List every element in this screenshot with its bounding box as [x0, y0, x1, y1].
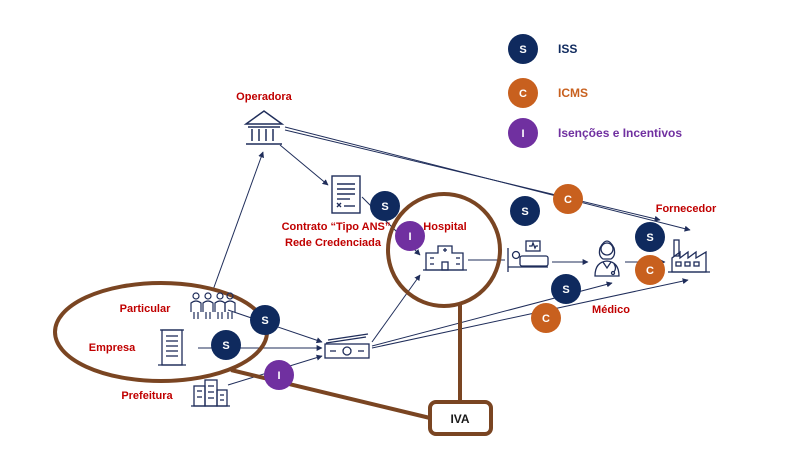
svg-text:S: S	[381, 201, 388, 213]
badge-s-medico: S	[551, 274, 581, 304]
medico-label: Médico	[592, 304, 630, 316]
iva-box	[428, 400, 493, 436]
svg-text:C: C	[542, 313, 550, 325]
operadora-label: Operadora	[236, 91, 293, 103]
svg-text:C: C	[519, 88, 527, 100]
node-labels: Operadora Contrato “Tipo ANS” Rede Crede…	[89, 91, 717, 402]
svg-text:S: S	[521, 206, 528, 218]
badge-s-top: S	[510, 196, 540, 226]
legend-item-icms: C ICMS	[508, 78, 588, 108]
factory-icon	[668, 239, 710, 273]
contrato-label-line2: Rede Credenciada	[285, 237, 382, 249]
money-icon	[324, 333, 370, 359]
clients-highlight-ellipse	[53, 281, 269, 383]
legend-label-iss: ISS	[558, 42, 577, 56]
badge-c-top: C	[553, 184, 583, 214]
svg-text:I: I	[408, 231, 411, 243]
edge-operadora-to-fornecedor	[284, 126, 691, 232]
legend: S ISS C ICMS I Isenções e Incentivos	[508, 34, 682, 148]
office-building-icon	[158, 329, 186, 366]
badge-s-empresa: S	[211, 330, 241, 360]
edge-pagamento-to-hospital	[371, 274, 421, 343]
badge-i-prefeitura: I	[264, 360, 294, 390]
edge-clients-to-operadora	[212, 151, 264, 291]
svg-text:S: S	[222, 340, 229, 352]
badge-c-medico: C	[531, 303, 561, 333]
contract-document-icon	[331, 175, 361, 214]
bank-icon	[243, 110, 285, 145]
edges	[198, 126, 691, 386]
edge-operadora-to-contrato	[279, 144, 329, 186]
legend-item-iss: S ISS	[508, 34, 577, 64]
highlight-group	[53, 192, 502, 436]
doctor-icon	[594, 240, 620, 277]
svg-text:S: S	[519, 44, 526, 56]
legend-item-incentives: I Isenções e Incentivos	[508, 118, 682, 148]
legend-label-incentives: Isenções e Incentivos	[558, 126, 682, 140]
svg-text:I: I	[521, 128, 524, 140]
svg-text:S: S	[646, 232, 653, 244]
badge-s-particular: S	[250, 305, 280, 335]
particular-label: Particular	[120, 303, 171, 315]
hospital-highlight-circle	[386, 192, 502, 308]
hospital-label: Hospital	[423, 221, 466, 233]
svg-text:C: C	[646, 265, 654, 277]
svg-text:I: I	[277, 370, 280, 382]
empresa-label: Empresa	[89, 342, 136, 354]
edge-pagamento-to-fornecedor	[371, 278, 689, 349]
people-icon	[190, 292, 236, 319]
iva-label: IVA	[450, 412, 469, 426]
prefeitura-label: Prefeitura	[121, 390, 173, 402]
svg-text:S: S	[562, 284, 569, 296]
badge-s-contrato: S	[370, 191, 400, 221]
badge-i-hospital: I	[395, 221, 425, 251]
legend-label-icms: ICMS	[558, 86, 588, 100]
svg-text:C: C	[564, 194, 572, 206]
contrato-label-line1: Contrato “Tipo ANS”	[282, 221, 391, 233]
hospital-icon	[423, 245, 467, 271]
badge-c-fornecedor: C	[635, 255, 665, 285]
iva-connector-left	[230, 368, 431, 420]
city-buildings-icon	[191, 379, 230, 407]
badge-s-fornecedor: S	[635, 222, 665, 252]
svg-text:S: S	[261, 315, 268, 327]
fornecedor-label: Fornecedor	[656, 203, 717, 215]
hospital-bed-icon	[507, 240, 549, 272]
